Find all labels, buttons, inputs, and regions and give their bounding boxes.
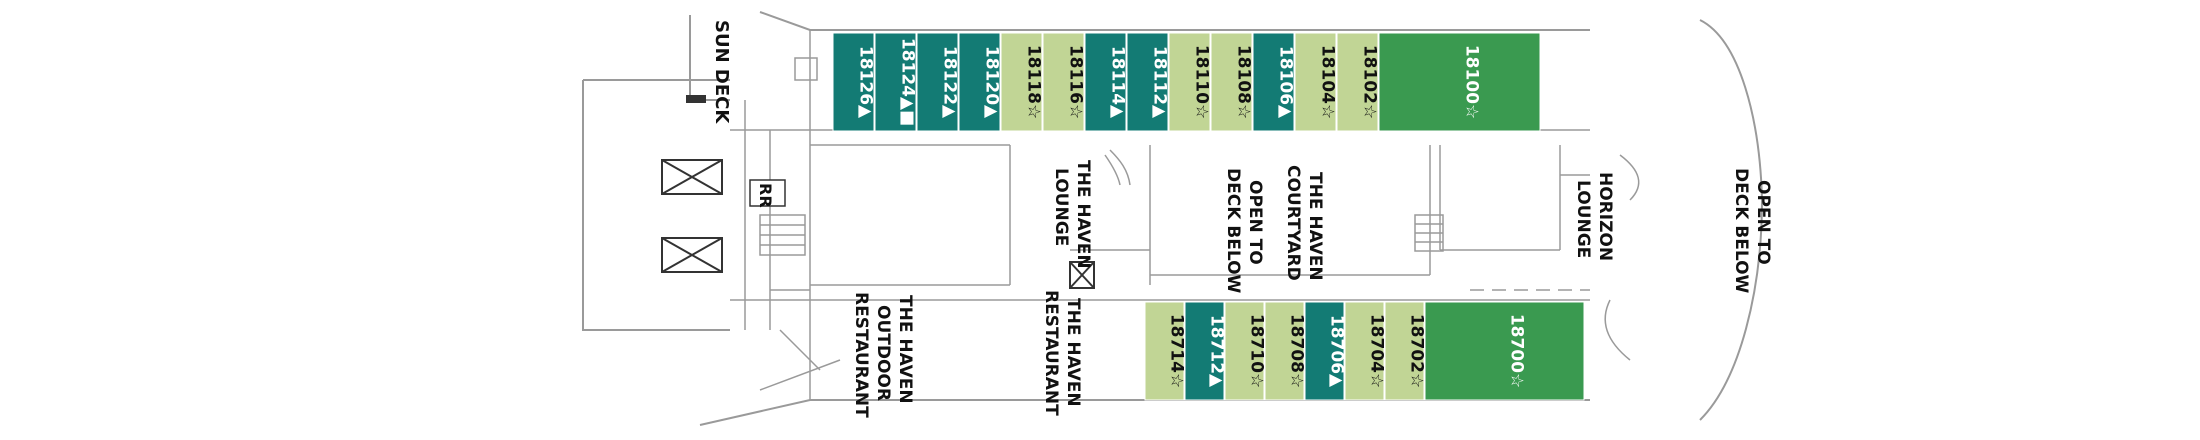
cabin-light-box[interactable] <box>1224 301 1265 401</box>
cabin-number: 18122▲ <box>940 46 960 119</box>
horizon-lounge-label-2: LOUNGE <box>1573 180 1593 258</box>
open-below-mid-label-1: OPEN TO <box>1245 180 1265 265</box>
cabin-number: 18112▲ <box>1150 46 1170 119</box>
hull-outline <box>582 11 1764 426</box>
cabin-teal-box[interactable] <box>1184 301 1225 401</box>
cabin-number: 18126▲ <box>856 46 876 119</box>
cabin-number: 18706▲ <box>1327 315 1347 388</box>
cabin-light-box[interactable] <box>1042 32 1085 132</box>
cabin-number: 18714☆ <box>1167 314 1187 388</box>
cabin-number: 18708☆ <box>1287 314 1307 388</box>
cabin-deep-box[interactable] <box>1378 32 1541 132</box>
open-below-fwd-label-2: DECK BELOW <box>1731 168 1751 294</box>
cabin-teal-box[interactable] <box>1304 301 1345 401</box>
cabin-number: 18704☆ <box>1367 314 1387 388</box>
courtyard-label-1: THE HAVEN <box>1305 172 1325 281</box>
cabins-bottom-row: 18714☆ 18712▲ 18710☆ 18708☆ 18706▲ 18704☆ 1870… <box>1144 301 1585 401</box>
horizon-lounge-label-1: HORIZON <box>1595 172 1615 261</box>
cabin-number: 18712▲ <box>1207 315 1227 388</box>
cabin-deep-box[interactable] <box>1424 301 1585 401</box>
cabin-light-box[interactable] <box>1344 301 1385 401</box>
area-labels: SUN DECK RR THE HAVEN LOUNGE THE HAVEN C… <box>711 20 1773 418</box>
cabin-number: 18118☆ <box>1024 45 1044 119</box>
cabin-number: 18120▲ <box>982 46 1002 119</box>
cabin-teal-box[interactable] <box>1126 32 1169 132</box>
cabin-number: 18124▲■ <box>898 38 918 126</box>
restroom-label: RR <box>756 183 775 208</box>
cabin-number: 18106▲ <box>1276 46 1296 119</box>
cabin-light-box[interactable] <box>1168 32 1211 132</box>
haven-restaurant-label-2: RESTAURANT <box>1041 290 1061 416</box>
cabin-teal-box[interactable] <box>832 32 875 132</box>
cabin-teal-box[interactable] <box>916 32 959 132</box>
cabin-light-box[interactable] <box>1336 32 1379 132</box>
open-below-fwd-label-1: OPEN TO <box>1753 180 1773 265</box>
cabin-light-box[interactable] <box>1384 301 1425 401</box>
cabin-number: 18116☆ <box>1066 45 1086 119</box>
cabin-teal-box[interactable] <box>1252 32 1295 132</box>
cabin-light-box[interactable] <box>1264 301 1305 401</box>
cabin-number: 18108☆ <box>1234 45 1254 119</box>
cabin-number: 18110☆ <box>1192 45 1212 119</box>
cabin-teal-box[interactable] <box>874 32 917 132</box>
cabin-light-box[interactable] <box>1144 301 1185 401</box>
courtyard-label-2: COURTYARD <box>1283 165 1303 281</box>
cabin-teal-box[interactable] <box>1084 32 1127 132</box>
outdoor-restaurant-label-1: THE HAVEN <box>895 295 915 404</box>
cabin-number: 18700☆ <box>1507 314 1527 388</box>
haven-lounge-label-1: THE HAVEN <box>1073 160 1093 269</box>
cabin-number: 18114▲ <box>1108 46 1128 119</box>
cabin-number: 18100☆ <box>1462 45 1482 119</box>
cabin-teal-box[interactable] <box>958 32 1001 132</box>
cabin-number: 18102☆ <box>1360 45 1380 119</box>
outdoor-restaurant-label-3: RESTAURANT <box>851 292 871 418</box>
haven-lounge-label-2: LOUNGE <box>1051 168 1071 246</box>
haven-restaurant-label-1: THE HAVEN <box>1063 298 1083 407</box>
cabin-light-box[interactable] <box>1210 32 1253 132</box>
sun-deck-label: SUN DECK <box>711 20 732 124</box>
outdoor-restaurant-label-2: OUTDOOR <box>873 305 893 401</box>
cabin-light-box[interactable] <box>1294 32 1337 132</box>
open-below-mid-label-2: DECK BELOW <box>1223 168 1243 294</box>
cabin-number: 18104☆ <box>1318 45 1338 119</box>
cabin-number: 18702☆ <box>1407 314 1427 388</box>
cabin-number: 18710☆ <box>1247 314 1267 388</box>
cabins-top-row: 18126▲ 18124▲■ 18122▲ 18120▲ 18118☆ 18116☆ 181… <box>832 32 1541 132</box>
cabin-light-box[interactable] <box>1000 32 1043 132</box>
